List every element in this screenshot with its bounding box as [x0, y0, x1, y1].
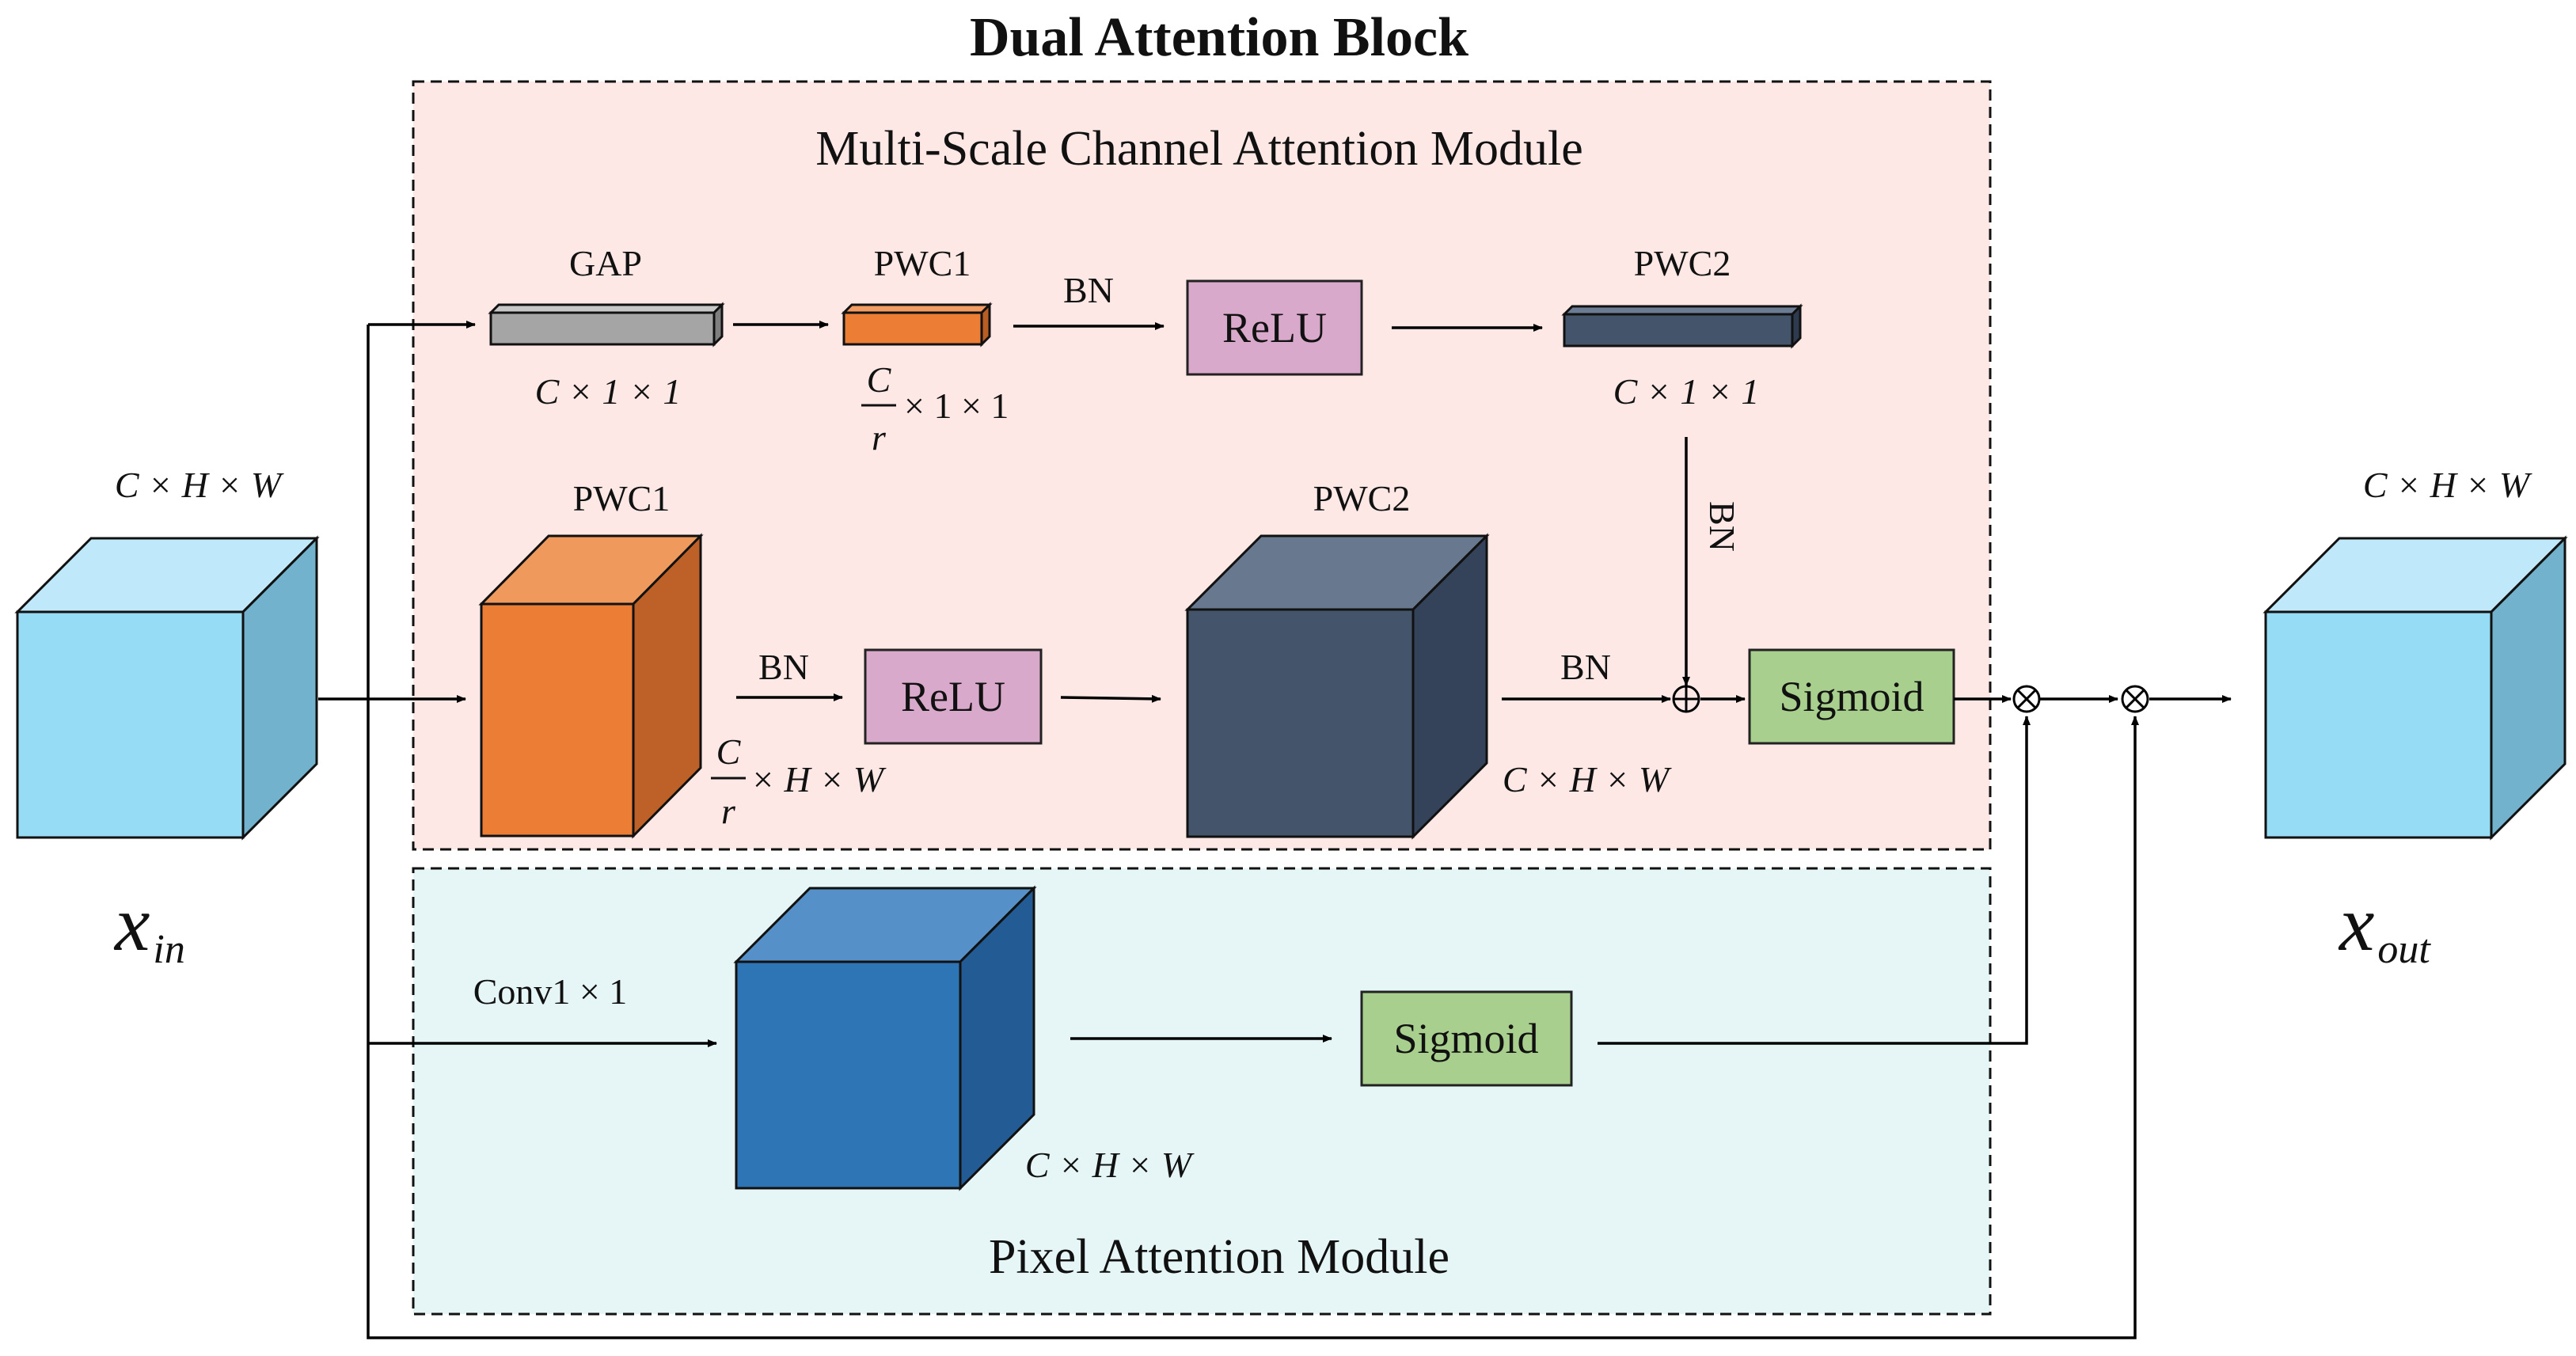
add-operator-icon	[1672, 685, 1700, 713]
input-label: xin	[113, 879, 185, 972]
bn-global-label: BN	[1063, 270, 1114, 310]
gap-bar	[488, 302, 725, 348]
relu-global-label: ReLU	[1222, 304, 1327, 351]
input-dims: C × H × W	[115, 465, 284, 505]
connectors	[318, 321, 2232, 1339]
pwc1-global-label: PWC1	[874, 243, 971, 283]
arrow-relu-to-pwc2-local	[1060, 694, 1161, 703]
sigmoid-channel-box	[1748, 648, 1955, 745]
svg-text:r: r	[721, 791, 736, 831]
pwc2-global-dims: C × 1 × 1	[1613, 371, 1760, 412]
pixel-attention-module	[412, 867, 1992, 1316]
pwc2-local-label: PWC2	[1313, 478, 1411, 518]
gap-label: GAP	[569, 243, 642, 283]
pwc1-local-dims: C r × H × W	[711, 731, 887, 831]
sigmoid-channel-label: Sigmoid	[1779, 673, 1924, 720]
channel-module-title: Multi-Scale Channel Attention Module	[815, 122, 1582, 176]
bn1-local-label: BN	[758, 647, 809, 687]
pwc2-global-label: PWC2	[1634, 243, 1731, 283]
bn-down-label: BN	[1702, 501, 1742, 552]
relu-local-box	[864, 648, 1043, 745]
output-dims: C × H × W	[2363, 465, 2532, 505]
relu-global-box	[1186, 279, 1363, 376]
output-cube	[2263, 535, 2568, 841]
pixel-conv-cube	[733, 885, 1037, 1191]
pwc2-local-cube	[1184, 533, 1490, 840]
input-cube	[14, 535, 320, 841]
pixel-module-title: Pixel Attention Module	[989, 1230, 1449, 1284]
pixel-conv-dims: C × H × W	[1025, 1145, 1195, 1185]
skip-connection-line	[367, 325, 2139, 1339]
sigmoid-pixel-label: Sigmoid	[1393, 1015, 1538, 1062]
bn2-local-label: BN	[1560, 647, 1611, 687]
relu-local-label: ReLU	[901, 673, 1005, 720]
diagram-title: Dual Attention Block	[970, 7, 1468, 68]
pwc2-local-dims: C × H × W	[1503, 759, 1672, 800]
svg-text:× 1 × 1: × 1 × 1	[904, 386, 1009, 426]
sigmoid-pixel-box	[1360, 990, 1573, 1087]
conv1x1-label: Conv1 × 1	[473, 971, 628, 1012]
multiply-operator-2-icon	[2121, 685, 2149, 713]
pwc1-global-bar	[841, 302, 993, 348]
svg-text:× H × W: × H × W	[750, 759, 887, 800]
pwc1-local-cube	[478, 533, 704, 839]
output-label: xout	[2338, 879, 2431, 972]
svg-text:C: C	[716, 731, 742, 772]
pwc1-local-label: PWC1	[573, 478, 671, 518]
multiply-operator-1-icon	[2012, 685, 2041, 713]
pwc1-global-dims: C r × 1 × 1	[861, 359, 1009, 458]
svg-text:r: r	[872, 417, 887, 458]
pwc2-global-bar	[1561, 303, 1803, 349]
arrow-sigmoid-pixel-to-multiply1	[1598, 716, 2031, 1045]
gap-dims: C × 1 × 1	[535, 371, 682, 412]
svg-text:C: C	[867, 359, 892, 400]
